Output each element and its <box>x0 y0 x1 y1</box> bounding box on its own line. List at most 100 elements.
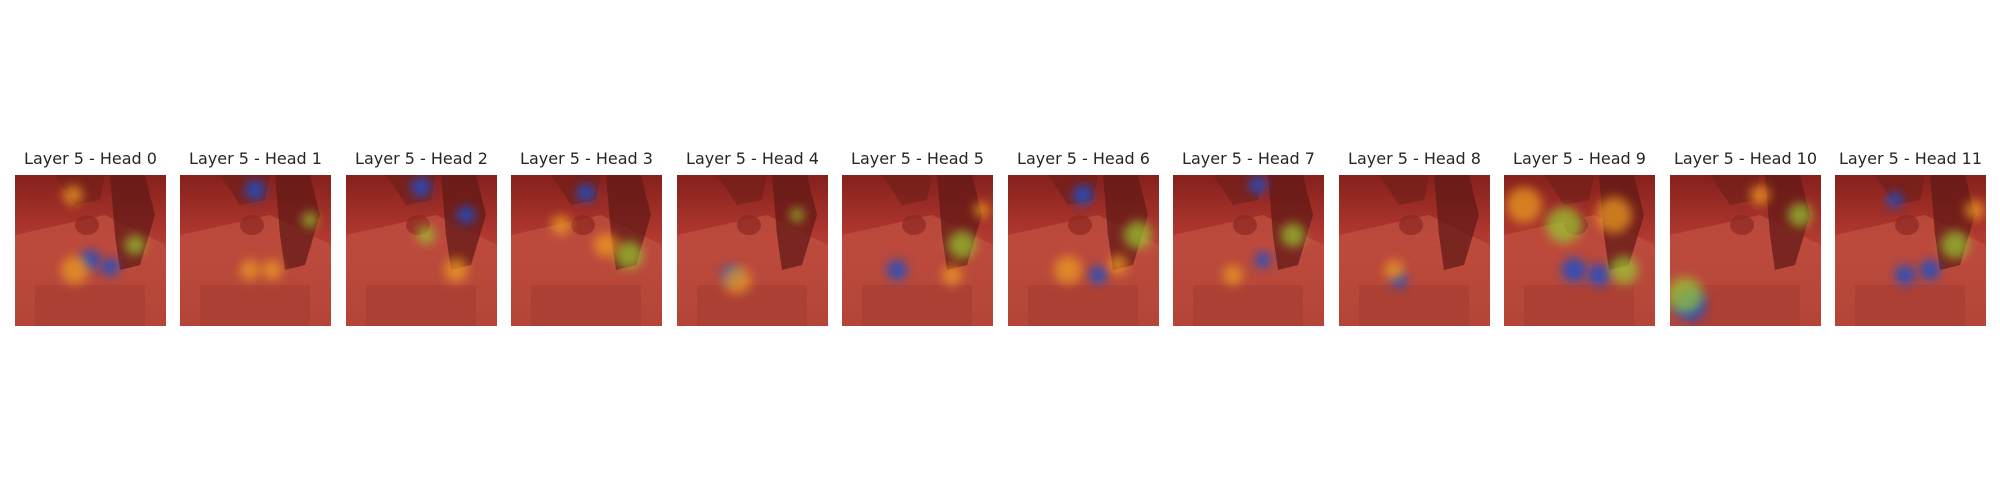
robot-arm-upper <box>1710 175 1760 205</box>
attention-hotspot <box>1895 265 1915 285</box>
attention-hotspot <box>1384 260 1404 280</box>
pot-object <box>1068 215 1092 235</box>
heat-wash <box>346 175 497 326</box>
pot-object <box>1399 215 1423 235</box>
attention-hotspot <box>1562 258 1586 282</box>
attention-hotspot <box>1941 231 1969 259</box>
pot-object <box>737 215 761 235</box>
attention-hotspot <box>1610 256 1638 284</box>
attention-hotspot <box>1750 185 1770 205</box>
attention-overlay-svg <box>1835 175 1986 326</box>
panel-title: Layer 5 - Head 1 <box>189 149 322 168</box>
cabinet <box>366 285 476 326</box>
attention-hotspot <box>1596 197 1632 233</box>
attention-hotspot <box>1124 221 1152 249</box>
panel-title: Layer 5 - Head 2 <box>355 149 488 168</box>
attention-hotspot <box>577 184 595 202</box>
attention-hotspot <box>457 206 475 224</box>
attention-hotspot <box>723 266 751 294</box>
attention-hotspot <box>1788 203 1812 227</box>
attention-hotspot <box>1054 256 1082 284</box>
attention-hotspot <box>1546 207 1582 243</box>
attention-hotspot <box>444 258 468 282</box>
attention-overlay-image <box>1173 175 1324 326</box>
robot-arm <box>275 175 320 270</box>
attention-overlay-svg <box>346 175 497 326</box>
attention-hotspot <box>1073 185 1093 205</box>
pot-object <box>571 215 595 235</box>
attention-hotspot <box>942 265 962 285</box>
heat-wash <box>1339 175 1490 326</box>
attention-overlay-image <box>1339 175 1490 326</box>
attention-overlay-svg <box>1173 175 1324 326</box>
robot-arm-upper <box>882 175 932 205</box>
cabinet <box>1855 285 1965 326</box>
pot-object <box>1233 215 1257 235</box>
attention-hotspot <box>61 256 89 284</box>
pot-object <box>75 215 99 235</box>
robot-arm <box>1268 175 1313 270</box>
attention-overlay-image <box>1835 175 1986 326</box>
attention-overlay-image <box>677 175 828 326</box>
cabinet <box>35 285 145 326</box>
attention-hotspot <box>302 212 318 228</box>
robot-arm <box>772 175 817 270</box>
attention-hotspot <box>615 241 643 269</box>
attention-overlay-svg <box>1008 175 1159 326</box>
attention-hotspot <box>1588 264 1610 286</box>
attention-hotspot <box>245 180 265 200</box>
cabinet <box>531 285 641 326</box>
attention-overlay-image <box>1504 175 1655 326</box>
pot-object <box>902 215 926 235</box>
robot-arm-upper <box>717 175 767 205</box>
attention-hotspot <box>411 177 431 197</box>
attention-hotspot <box>551 215 571 235</box>
attention-overlay-svg <box>1504 175 1655 326</box>
attention-hotspot <box>974 202 990 218</box>
attention-overlay-image <box>842 175 993 326</box>
panel-title: Layer 5 - Head 6 <box>1017 149 1150 168</box>
attention-hotspot <box>240 260 260 280</box>
attention-hotspot <box>125 235 145 255</box>
attention-overlay-image <box>1008 175 1159 326</box>
panel-title: Layer 5 - Head 9 <box>1513 149 1646 168</box>
attention-overlay-svg <box>842 175 993 326</box>
attention-hotspot <box>63 185 83 205</box>
attention-hotspot <box>1089 266 1107 284</box>
attention-hotspot <box>887 260 907 280</box>
panel-title: Layer 5 - Head 7 <box>1182 149 1315 168</box>
attention-overlay-image <box>346 175 497 326</box>
heat-wash <box>677 175 828 326</box>
attention-overlay-image <box>1670 175 1821 326</box>
attention-hotspot <box>1670 277 1703 313</box>
heat-wash <box>1173 175 1324 326</box>
attention-hotspot <box>1887 192 1903 208</box>
cabinet <box>1524 285 1634 326</box>
panel-title: Layer 5 - Head 3 <box>520 149 653 168</box>
attention-overlay-image <box>180 175 331 326</box>
cabinet <box>200 285 310 326</box>
robot-arm-upper <box>1875 175 1925 205</box>
cabinet <box>697 285 807 326</box>
heat-wash <box>180 175 331 326</box>
attention-hotspot <box>101 258 119 276</box>
attention-overlay-image <box>511 175 662 326</box>
pot-object <box>240 215 264 235</box>
panel-title: Layer 5 - Head 8 <box>1348 149 1481 168</box>
robot-arm-upper <box>1379 175 1429 205</box>
attention-hotspot <box>1108 255 1128 275</box>
attention-overlay-svg <box>677 175 828 326</box>
attention-overlay-svg <box>1670 175 1821 326</box>
pot-object <box>1730 215 1754 235</box>
attention-hotspot <box>594 233 618 257</box>
attention-hotspot <box>1223 265 1243 285</box>
cabinet <box>1690 285 1800 326</box>
attention-hotspot <box>1506 187 1542 223</box>
panel-title: Layer 5 - Head 10 <box>1673 149 1818 168</box>
cabinet <box>1359 285 1469 326</box>
attention-hotspot <box>262 260 282 280</box>
panel-title: Layer 5 - Head 4 <box>686 149 819 168</box>
cabinet <box>1193 285 1303 326</box>
cabinet <box>1028 285 1138 326</box>
